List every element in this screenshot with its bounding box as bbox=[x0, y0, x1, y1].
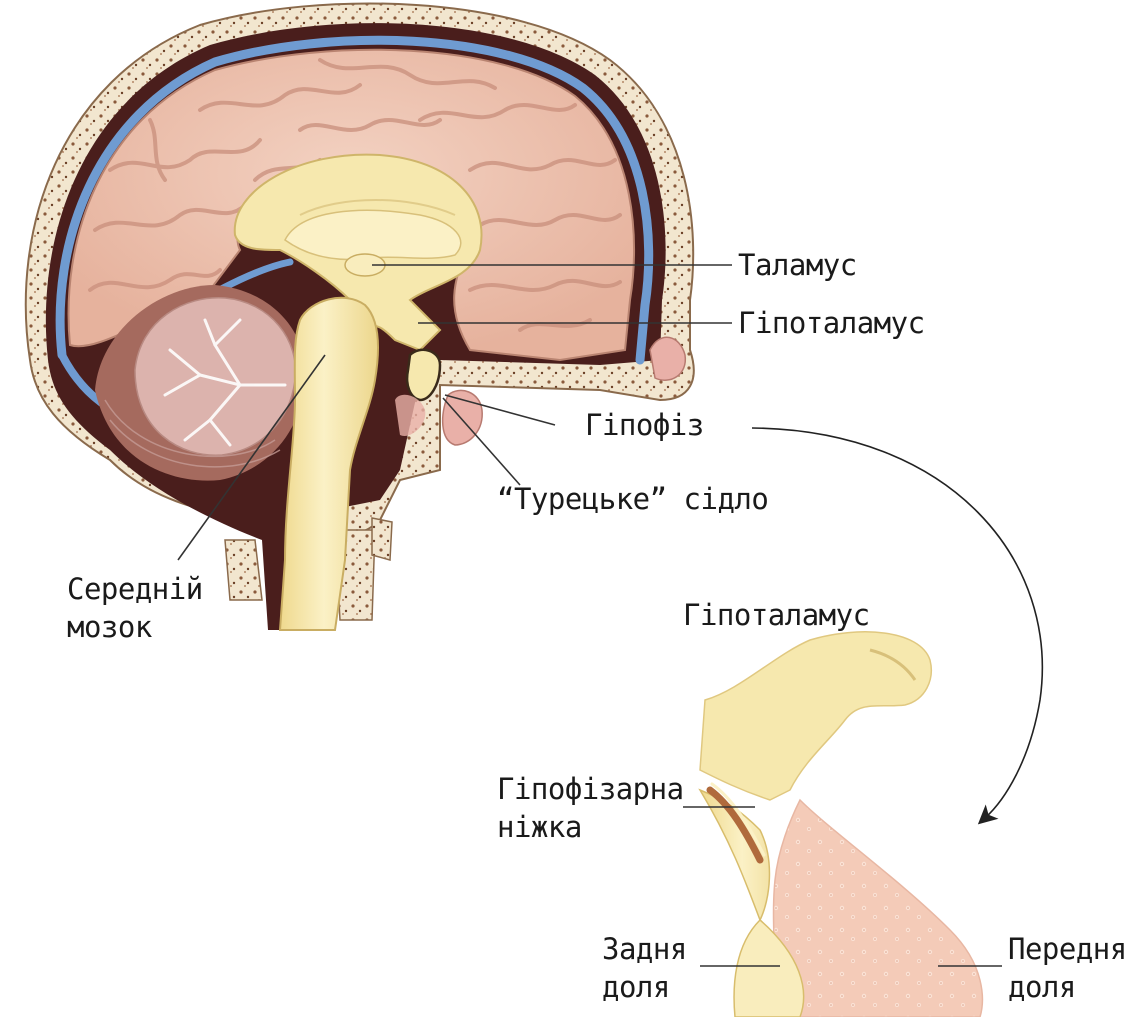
label-thalamus: Таламус bbox=[738, 246, 857, 284]
label-hypothalamus: Гіпоталамус bbox=[738, 304, 925, 342]
label-pituitary: Гіпофіз bbox=[585, 406, 704, 444]
label-midbrain: Середній мозок bbox=[67, 570, 203, 646]
pituitary-inset bbox=[700, 632, 982, 1017]
label-inset-hypothalamus: Гіпоталамус bbox=[683, 596, 870, 634]
label-posterior-lobe: Задня доля bbox=[602, 930, 687, 1006]
label-pituitary-stalk: Гіпофізарна ніжка bbox=[497, 770, 684, 846]
label-anterior-lobe: Передня доля bbox=[1008, 930, 1127, 1006]
label-sella-turcica: “Турецьке” сідло bbox=[497, 480, 768, 518]
